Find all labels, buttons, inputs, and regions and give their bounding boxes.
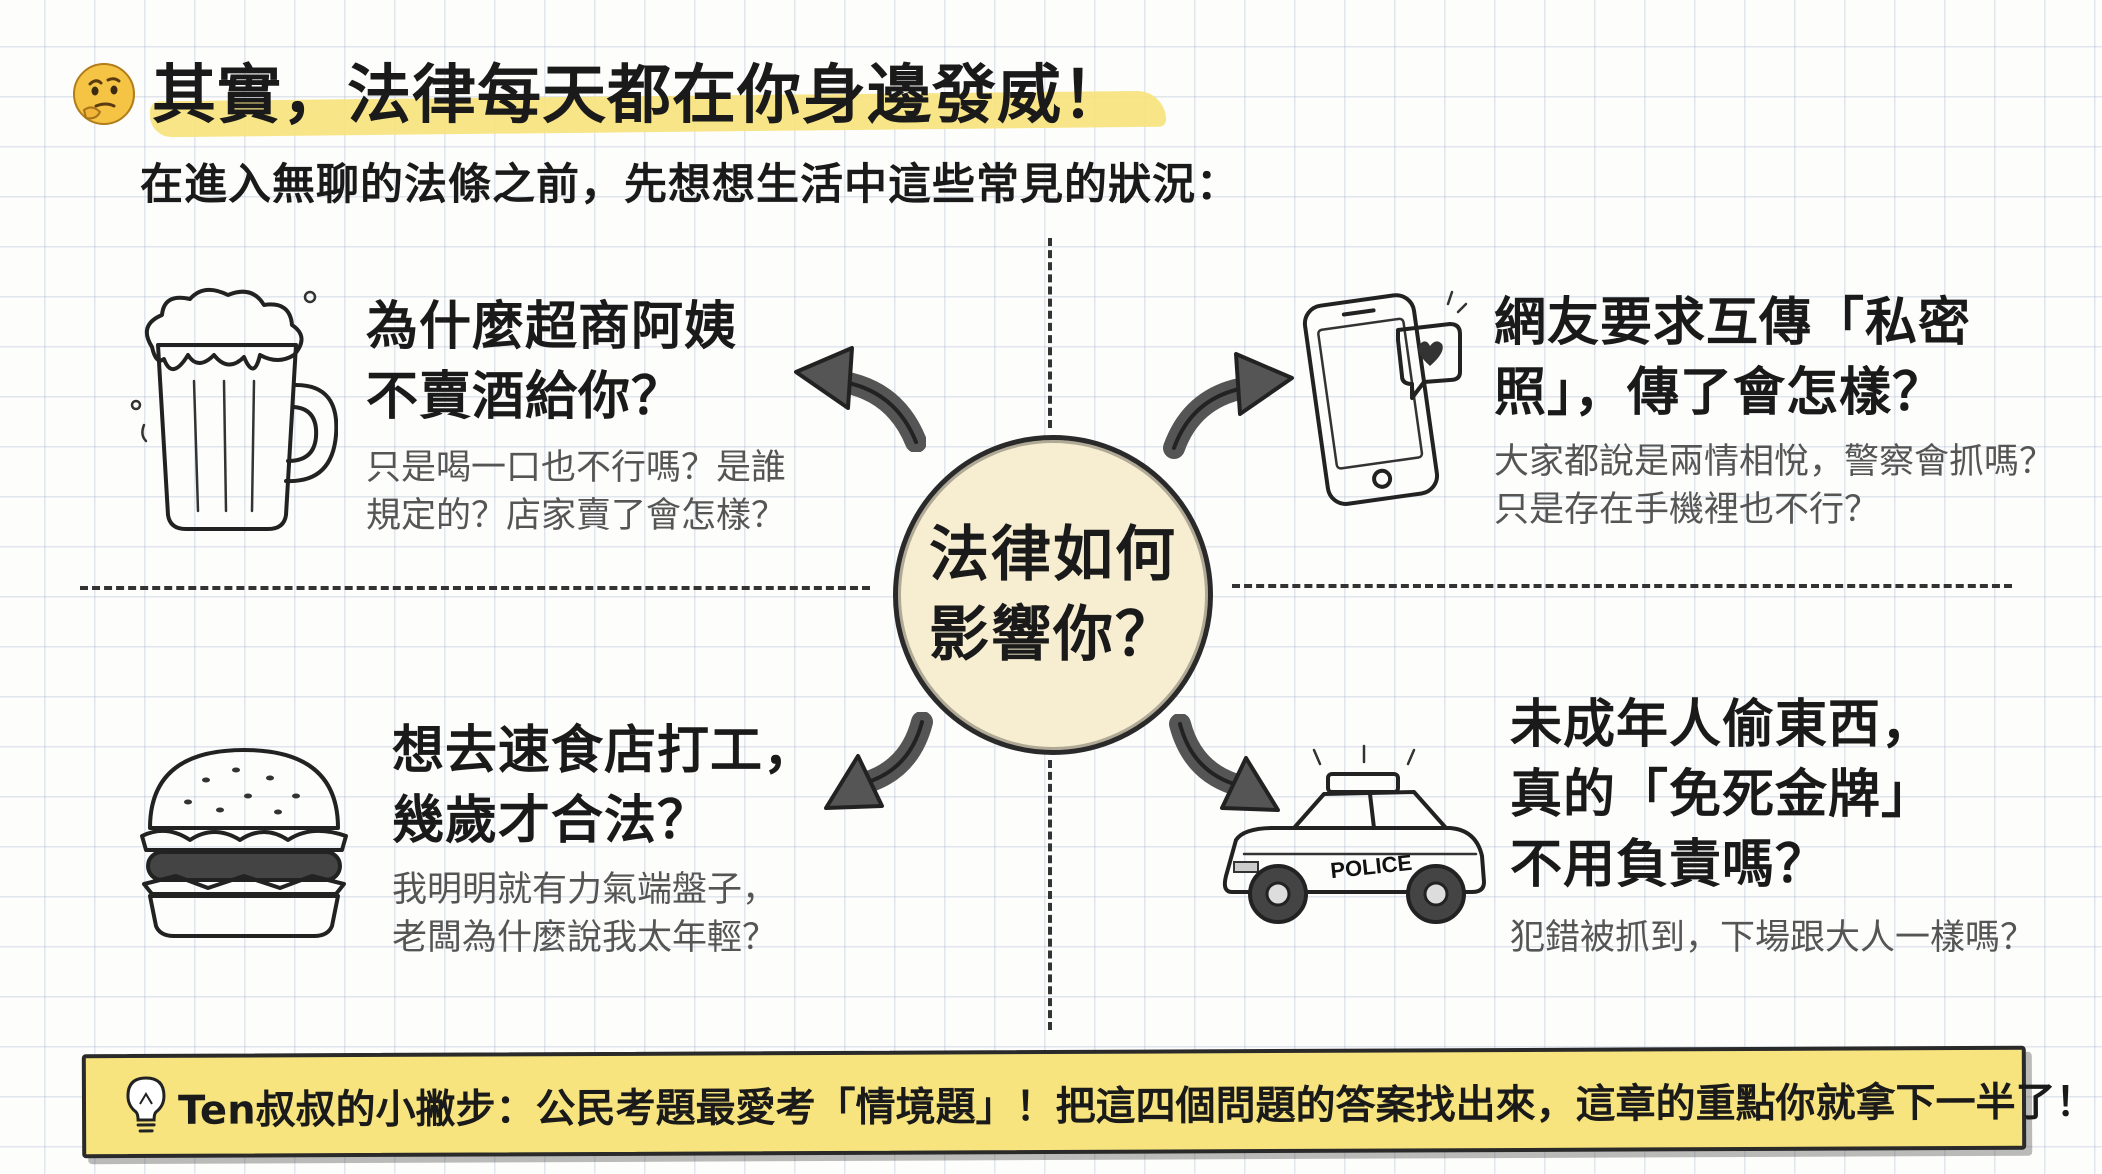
- quadrant-police: 未成年人偷東西， 真的「免死金牌」 不用負責嗎？ 犯錯被抓到，下場跟大人一樣嗎？: [1510, 690, 2035, 962]
- page-title: 其實，法律每天都在你身邊發威！: [152, 59, 1127, 133]
- tip-banner: Ten叔叔的小撇步：公民考題最愛考「情境題」！把這四個問題的答案找出來，這章的重…: [81, 1045, 2096, 1159]
- q3-title-line-2: 幾歲才合法？: [392, 791, 711, 851]
- center-line-1: 法律如何: [929, 520, 1177, 590]
- divider-top: [1048, 238, 1052, 428]
- arrow-bottom-left-icon: [824, 712, 933, 810]
- arrow-top-right-icon: [1163, 352, 1294, 459]
- smartphone-heart-icon: [1302, 290, 1468, 506]
- q3-title-line-1: 想去速食店打工，: [392, 721, 817, 781]
- q4-title-line-3: 不用負責嗎？: [1510, 835, 1829, 895]
- q4-title-line-1: 未成年人偷東西，: [1510, 695, 1935, 755]
- q1-sub-line-1: 只是喝一口也不行嗎？是誰: [366, 448, 787, 488]
- arrow-top-left-icon: [794, 346, 926, 452]
- quadrant-burger: 想去速食店打工， 幾歲才合法？ 我明明就有力氣端盤子， 老闆為什麼說我太年輕？: [392, 716, 816, 962]
- q2-title-line-1: 網友要求互傳「私密: [1494, 293, 1972, 353]
- police-car-icon: POLICE: [1222, 744, 1486, 924]
- page-subtitle: 在進入無聊的法條之前，先想想生活中這些常見的狀況：: [140, 160, 1240, 210]
- q2-sub-line-1: 大家都說是兩情相悅，警察會抓嗎？: [1494, 442, 2055, 482]
- q3-sub-line-2: 老闆為什麼說我太年輕？: [392, 918, 778, 958]
- q1-title-line-2: 不賣酒給你？: [366, 367, 685, 427]
- hamburger-icon: [140, 748, 348, 938]
- arrow-bottom-right-icon: [1169, 714, 1280, 812]
- center-circle: 法律如何 影響你？: [893, 435, 1213, 755]
- q2-title-line-2: 照」，傳了會怎樣？: [1494, 363, 1946, 423]
- divider-left: [80, 586, 870, 590]
- q1-sub-line-2: 規定的？店家賣了會怎樣？: [366, 496, 787, 536]
- q4-title-line-2: 真的「免死金牌」: [1510, 765, 1935, 825]
- quadrant-beer: 為什麼超商阿姨 不賣酒給你？ 只是喝一口也不行嗎？是誰 規定的？店家賣了會怎樣？: [366, 292, 786, 540]
- lightbulb-icon: [126, 1076, 166, 1133]
- q1-title-line-1: 為什麼超商阿姨: [366, 297, 738, 357]
- tip-text: Ten叔叔的小撇步：公民考題最愛考「情境題」！把這四個問題的答案找出來，這章的重…: [177, 1079, 2096, 1134]
- center-line-2: 影響你？: [929, 600, 1177, 670]
- beer-mug-icon: [130, 287, 338, 531]
- divider-bottom: [1048, 760, 1052, 1030]
- thinking-face-icon: [73, 63, 135, 125]
- q3-sub-line-1: 我明明就有力氣端盤子，: [392, 870, 778, 910]
- divider-right: [1232, 584, 2012, 588]
- q4-sub-line-1: 犯錯被抓到，下場跟大人一樣嗎？: [1510, 918, 2036, 958]
- quadrant-phone: 網友要求互傳「私密 照」，傳了會怎樣？ 大家都說是兩情相悅，警察會抓嗎？ 只是存…: [1494, 288, 2054, 534]
- q2-sub-line-2: 只是存在手機裡也不行？: [1494, 490, 1880, 530]
